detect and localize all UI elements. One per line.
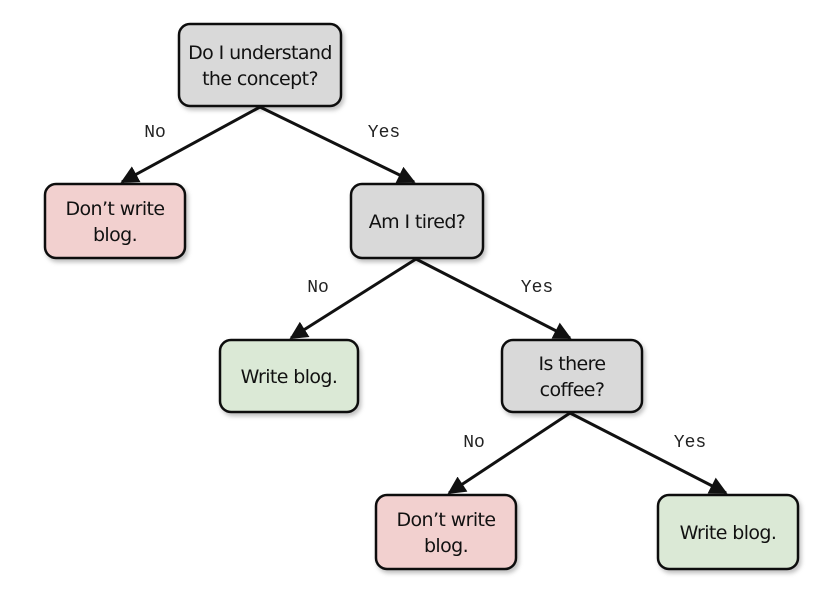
node-text-line: the concept? xyxy=(202,68,318,90)
node-text-line: Is there xyxy=(538,353,605,375)
edge-label-no: No xyxy=(144,123,166,143)
edge-label-no: No xyxy=(463,433,485,453)
edge-arrow-q_understand-to-a_dont_write_1 xyxy=(120,105,261,184)
node-text-line: coffee? xyxy=(540,379,605,401)
node-a-write-1: Write blog. xyxy=(218,338,360,414)
node-a-dont-write-1: Don’t write blog. xyxy=(43,182,187,260)
edge-arrow-q_coffee-to-a_dont_write_2 xyxy=(447,411,571,495)
edge-label-yes: Yes xyxy=(368,123,400,143)
edge-arrow-q_tired-to-a_write_1 xyxy=(289,257,417,340)
edge-label-yes: Yes xyxy=(521,278,553,298)
node-text-line: Write blog. xyxy=(680,522,777,544)
node-a-dont-write-2: Don’t write blog. xyxy=(374,493,518,571)
node-text-line: Don’t write xyxy=(397,509,496,531)
node-text-line: blog. xyxy=(424,535,468,557)
node-box xyxy=(349,182,485,260)
edges-layer xyxy=(120,105,728,495)
edge-arrow-q_coffee-to-a_write_2 xyxy=(569,411,728,495)
node-text-line: blog. xyxy=(93,224,137,246)
node-text-line: Do I understand xyxy=(188,42,332,64)
node-q-tired: Am I tired? xyxy=(349,182,485,260)
node-text-line: Don’t write xyxy=(66,198,165,220)
node-box xyxy=(500,338,644,414)
node-q-coffee: Is there coffee? xyxy=(500,338,644,414)
nodes-layer: Do I understand the concept? Don’t write bl… xyxy=(43,22,800,571)
node-box xyxy=(43,182,187,260)
node-text-line: Am I tired? xyxy=(369,211,466,233)
node-box xyxy=(177,22,343,108)
node-text-line: Write blog. xyxy=(241,366,338,388)
edge-label-yes: Yes xyxy=(674,433,706,453)
node-box xyxy=(218,338,360,414)
node-a-write-2: Write blog. xyxy=(656,493,800,571)
edge-arrow-q_understand-to-q_tired xyxy=(259,105,416,184)
edge-label-no: No xyxy=(307,278,329,298)
edge-arrow-q_tired-to-q_coffee xyxy=(415,257,572,340)
node-box xyxy=(374,493,518,571)
node-q-understand: Do I understand the concept? xyxy=(177,22,343,108)
node-box xyxy=(656,493,800,571)
